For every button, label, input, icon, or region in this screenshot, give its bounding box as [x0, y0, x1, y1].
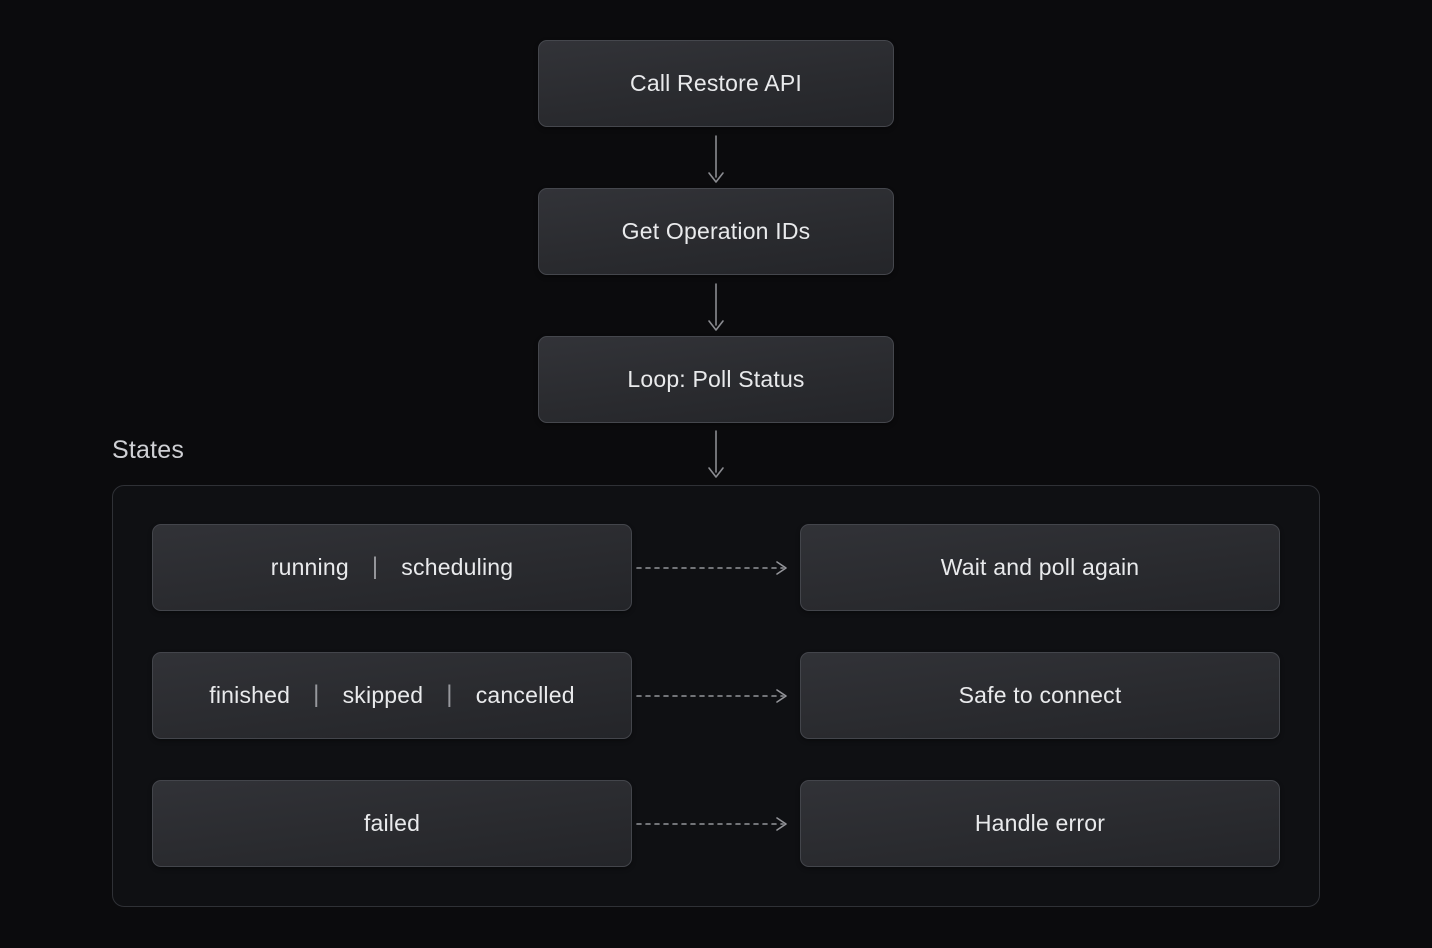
action-box: Wait and poll again [800, 524, 1280, 611]
action-box: Handle error [800, 780, 1280, 867]
state-row-failed: failed Handle error [152, 780, 1280, 867]
state-box: finished | skipped | cancelled [152, 652, 632, 739]
states-heading: States [112, 436, 185, 464]
state-label: skipped [342, 682, 424, 708]
state-box: failed [152, 780, 632, 867]
state-label: scheduling [401, 554, 514, 580]
dashed-arrow-right-icon [636, 816, 787, 831]
arrow-down-icon [708, 430, 724, 478]
flow-node-label: Loop: Poll Status [627, 366, 805, 392]
arrow-down-icon [708, 135, 724, 183]
state-label: finished [209, 682, 291, 708]
dashed-connector [632, 559, 800, 577]
flow-node-label: Call Restore API [630, 70, 802, 96]
state-row-finished-skipped-cancelled: finished | skipped | cancelled Safe to c… [152, 652, 1280, 739]
state-label: cancelled [475, 682, 575, 708]
flow-node-loop-poll-status: Loop: Poll Status [538, 336, 894, 423]
dashed-arrow-right-icon [636, 560, 787, 575]
dashed-arrow-right-icon [636, 688, 787, 703]
action-label: Safe to connect [958, 682, 1122, 708]
state-label: running [270, 554, 349, 580]
pipe-separator: | [371, 552, 379, 580]
pipe-separator: | [446, 680, 453, 708]
dashed-connector [632, 687, 800, 705]
dashed-connector [632, 815, 800, 833]
arrow-down-icon [708, 283, 724, 331]
state-box: running | scheduling [152, 524, 632, 611]
state-row-running-scheduling: running | scheduling Wait and poll again [152, 524, 1280, 611]
flow-node-call-restore-api: Call Restore API [538, 40, 894, 127]
flow-node-get-operation-ids: Get Operation IDs [538, 188, 894, 275]
state-label: failed [363, 810, 421, 836]
flow-node-label: Get Operation IDs [621, 218, 811, 244]
action-box: Safe to connect [800, 652, 1280, 739]
action-label: Wait and poll again [940, 554, 1140, 580]
states-container: running | scheduling Wait and poll again… [112, 485, 1320, 907]
pipe-separator: | [313, 680, 320, 708]
action-label: Handle error [974, 810, 1106, 836]
